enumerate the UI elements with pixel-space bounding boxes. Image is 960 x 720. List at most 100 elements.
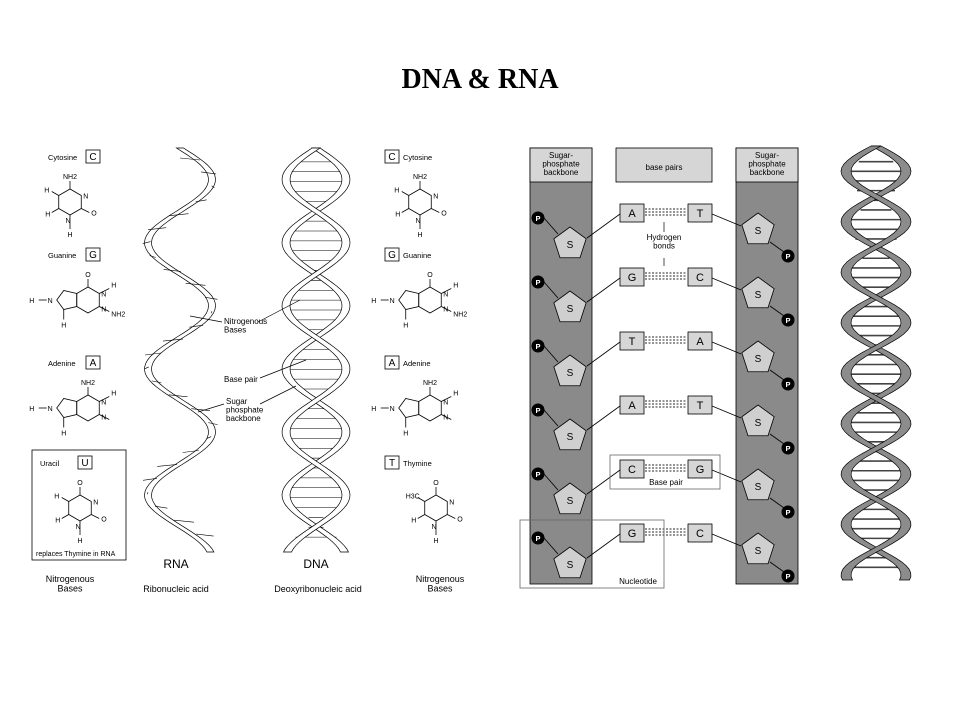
rna-base-stub	[210, 311, 213, 314]
base-box-left	[619, 203, 645, 223]
base-letter: G	[89, 250, 97, 261]
sugar-pentagon	[741, 532, 775, 565]
atom-label: O	[427, 272, 433, 279]
rna-label: RNA	[163, 557, 188, 571]
base-box-right	[687, 203, 713, 223]
sugar-pentagon	[553, 290, 587, 323]
atom-label: H	[54, 494, 59, 501]
dna-sublabel: Deoxyribonucleic acid	[274, 584, 362, 594]
phosphate-label: P	[535, 534, 540, 543]
callout-base-pair: Base pair	[224, 375, 258, 384]
base-name: Guanine	[403, 251, 431, 260]
pyrimidine-ring	[68, 494, 92, 522]
phosphate-circle	[781, 441, 795, 455]
atom-label: N	[101, 307, 106, 314]
atom-label: O	[85, 272, 91, 279]
helix-strand-1	[840, 145, 912, 581]
atom-label: NH2	[63, 174, 77, 181]
right-backbone-header-box	[735, 147, 799, 183]
atom-label: N	[48, 406, 53, 413]
atom-label: O	[441, 211, 447, 218]
sugar-label: S	[567, 240, 574, 251]
sugar-label: S	[567, 432, 574, 443]
purine-five-ring	[56, 290, 78, 310]
base-box-left	[619, 267, 645, 287]
phosphate-circle	[531, 467, 545, 481]
base-box-left	[619, 395, 645, 415]
rna-base-stub	[144, 352, 162, 356]
sugar-pentagon	[553, 482, 587, 515]
base-left: A	[628, 400, 636, 412]
base-pair-bracket	[609, 454, 721, 490]
atom-label: H	[403, 431, 408, 438]
atom-label: N	[415, 218, 420, 225]
base-name: Thymine	[403, 459, 432, 468]
sugar-pentagon	[553, 354, 587, 387]
rna-base-stub	[196, 533, 214, 537]
base-letter: U	[81, 458, 88, 469]
sugar-label: S	[567, 560, 574, 571]
sugar-label: S	[567, 496, 574, 507]
phosphate-circle	[781, 249, 795, 263]
rna-base-stub	[206, 436, 212, 439]
atom-label: NH2	[423, 380, 437, 387]
atom-label: O	[101, 517, 107, 524]
atom-label: N	[443, 292, 448, 299]
rna-base-stub	[179, 157, 201, 161]
phosphate-label: P	[535, 470, 540, 479]
atom-label: O	[91, 211, 97, 218]
atom-label: H	[411, 518, 416, 525]
rna-base-stub	[142, 241, 151, 244]
base-left: G	[628, 272, 637, 284]
phosphate-circle	[531, 211, 545, 225]
phosphate-circle	[531, 403, 545, 417]
phosphate-label: P	[535, 214, 540, 223]
atom-label: H3C	[406, 494, 420, 501]
atom-label: H	[61, 323, 66, 330]
base-left: T	[629, 336, 636, 348]
atom-label: N	[101, 400, 106, 407]
rna-base-stub	[163, 269, 181, 272]
base-name: Adenine	[48, 359, 76, 368]
base-letter-box	[77, 455, 93, 470]
rna-base-stub	[162, 338, 183, 342]
base-letter: T	[389, 458, 395, 469]
atom-label: O	[77, 480, 83, 487]
rna-base-stub	[195, 199, 207, 203]
base-left: C	[628, 464, 636, 476]
sugar-label: S	[755, 226, 762, 237]
sugar-pentagon	[741, 404, 775, 437]
phosphate-label: P	[535, 278, 540, 287]
sugar-label: S	[567, 304, 574, 315]
base-pairs-header: base pairs	[646, 163, 683, 172]
atom-label: NH2	[453, 312, 467, 319]
dna-label: DNA	[303, 557, 328, 571]
nucleotide-bracket	[519, 519, 665, 589]
atom-label: H	[453, 391, 458, 398]
sugar-label: S	[755, 418, 762, 429]
base-right: T	[697, 208, 704, 220]
base-box-left	[619, 331, 645, 351]
purine-five-ring	[398, 290, 420, 310]
atom-label: H	[417, 232, 422, 239]
uracil-box	[31, 449, 127, 561]
purine-five-ring	[56, 398, 78, 418]
base-right: C	[696, 528, 704, 540]
base-letter: A	[90, 358, 97, 369]
rna-base-stub	[168, 394, 188, 398]
rna-base-stub	[204, 296, 218, 300]
base-letter: A	[389, 358, 396, 369]
atom-label: H	[394, 188, 399, 195]
rna-base-stub	[143, 478, 157, 481]
phosphate-circle	[531, 531, 545, 545]
rna-base-stub	[174, 519, 194, 523]
atom-label: H	[29, 298, 34, 305]
